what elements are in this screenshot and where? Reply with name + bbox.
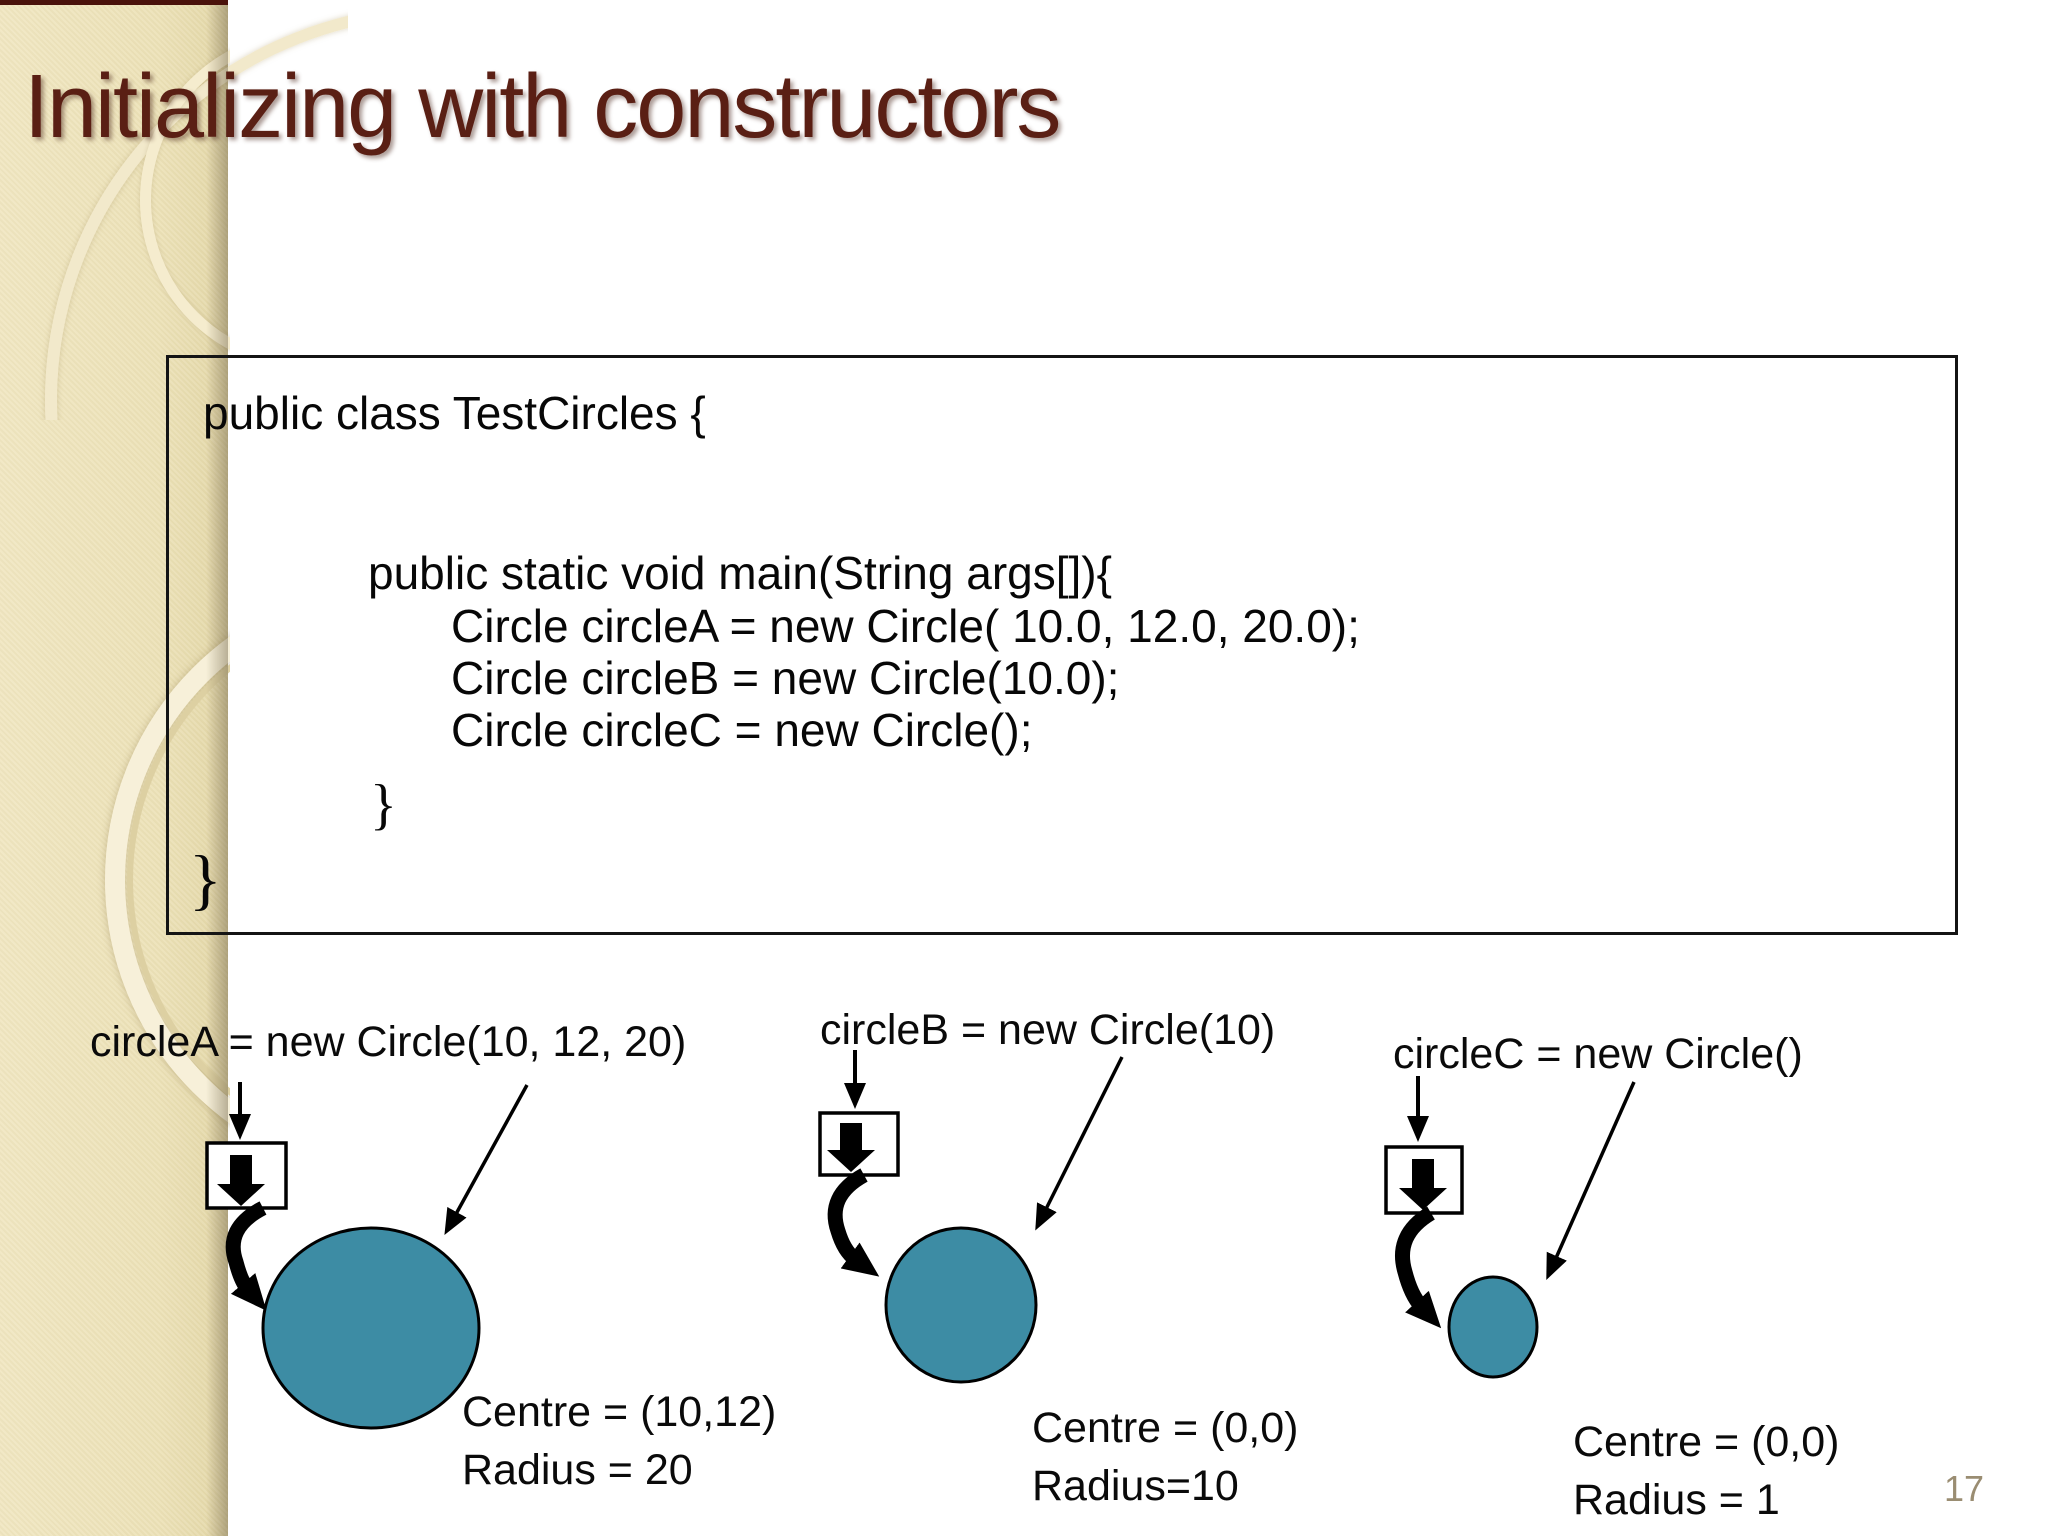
diagram-circleB xyxy=(818,1050,1124,1384)
slide-title: Initializing with constructors xyxy=(24,57,1061,157)
diagram-label-circleA: circleA = new Circle(10, 12, 20) xyxy=(90,1018,687,1066)
diagram-circleA xyxy=(205,1082,529,1430)
caption-radius-a: Radius = 20 xyxy=(462,1446,693,1494)
code-line-close-brace-outer: } xyxy=(189,841,222,917)
caption-centre-c: Centre = (0,0) xyxy=(1573,1418,1840,1466)
code-line-close-brace-inner: } xyxy=(370,774,397,836)
caption-radius-b: Radius=10 xyxy=(1032,1462,1239,1510)
code-line-circleB: Circle circleB = new Circle(10.0); xyxy=(451,652,1120,704)
caption-centre-a: Centre = (10,12) xyxy=(462,1388,777,1436)
reference-block-arrow-c xyxy=(1399,1159,1447,1210)
diagram-label-circleB: circleB = new Circle(10) xyxy=(820,1006,1276,1054)
code-line-main-decl: public static void main(String args[]){ xyxy=(368,547,1112,599)
page-number: 17 xyxy=(1944,1468,1985,1509)
curved-reference-arrow-c xyxy=(1395,1206,1442,1329)
constructor-arrow-b xyxy=(1035,1056,1124,1231)
object-circle-a xyxy=(261,1226,481,1430)
reference-block-arrow-a xyxy=(217,1155,265,1206)
diagram-circleC xyxy=(1384,1076,1636,1379)
curved-reference-arrow-a xyxy=(225,1201,267,1311)
code-box: public class TestCircles { public static… xyxy=(166,355,1958,935)
code-line-circleA: Circle circleA = new Circle( 10.0, 12.0,… xyxy=(451,600,1360,652)
constructor-arrow-c xyxy=(1546,1081,1636,1280)
curved-reference-arrow-b xyxy=(827,1168,880,1277)
caption-centre-b: Centre = (0,0) xyxy=(1032,1404,1299,1452)
object-circle-c xyxy=(1447,1275,1539,1379)
object-circle-b xyxy=(884,1226,1038,1384)
code-line-class-decl: public class TestCircles { xyxy=(203,387,706,439)
reference-block-arrow-b xyxy=(827,1123,875,1172)
constructor-arrow-a xyxy=(444,1084,529,1236)
diagram-label-circleC: circleC = new Circle() xyxy=(1393,1030,1803,1078)
top-accent-bar xyxy=(0,0,228,5)
caption-radius-c: Radius = 1 xyxy=(1573,1476,1780,1524)
code-line-circleC: Circle circleC = new Circle(); xyxy=(451,704,1033,756)
